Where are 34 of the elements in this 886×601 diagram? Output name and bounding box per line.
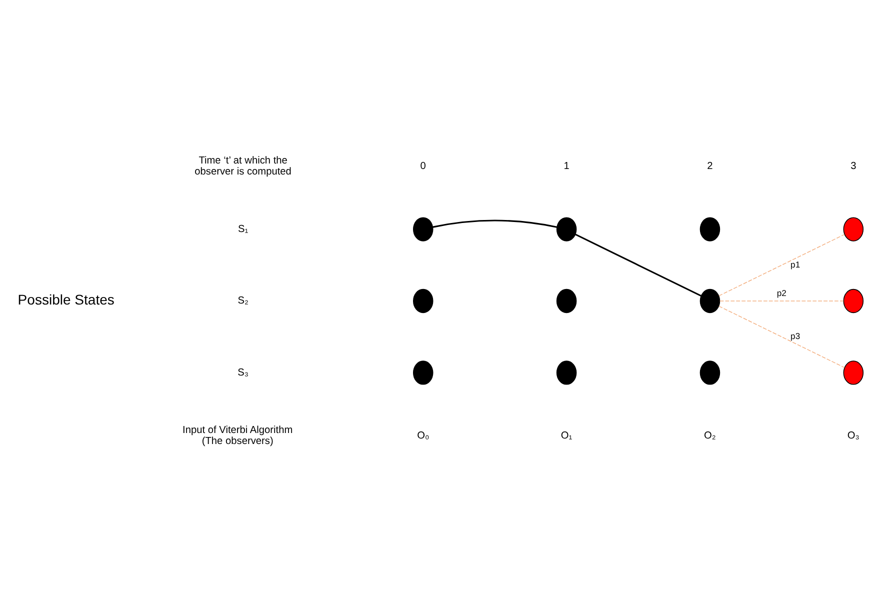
label: 2 <box>707 160 713 172</box>
label: S₁ <box>238 223 248 234</box>
label: O₃ <box>847 430 860 441</box>
label: O₂ <box>704 430 716 441</box>
node-circle <box>413 288 434 313</box>
connector <box>719 300 844 301</box>
node-circle <box>843 360 864 384</box>
label: 1 <box>564 160 570 172</box>
label: O₀ <box>417 430 430 441</box>
connector <box>432 219 558 228</box>
node-circle <box>700 288 720 313</box>
edge-label: p2 <box>776 288 786 298</box>
node-circle <box>700 216 720 241</box>
node-circle <box>556 288 577 313</box>
node-circle <box>843 216 864 241</box>
node-circle <box>413 360 434 384</box>
label: S₂ <box>238 295 248 306</box>
node-circle <box>556 360 577 384</box>
edge-label: p1 <box>790 258 800 269</box>
node-circle <box>556 216 577 241</box>
label: Time ‘t’ at which the observer is computed <box>194 154 292 177</box>
node-circle <box>413 216 434 241</box>
node-circle <box>843 288 864 313</box>
label: 3 <box>850 160 856 172</box>
label: O₁ <box>560 430 572 441</box>
edge-label: p3 <box>790 330 800 341</box>
connector <box>575 233 702 296</box>
label: Possible States <box>18 290 114 307</box>
label: Input of Viterbi Algorithm (The observers) <box>182 424 293 446</box>
label: 0 <box>420 160 426 172</box>
node-circle <box>700 360 720 384</box>
label: S₃ <box>238 366 249 378</box>
connector <box>718 305 845 368</box>
connector <box>718 234 845 296</box>
